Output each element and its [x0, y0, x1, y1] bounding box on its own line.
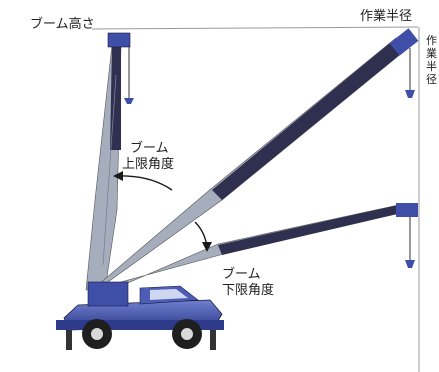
boom-height-line — [91, 26, 419, 30]
crane-carrier — [56, 281, 224, 350]
upper-angle-arc — [117, 175, 173, 191]
text-labels: ブーム高さ 作業半径 作 業 半 径 ブーム 上限角度 ブーム 下限角度 — [30, 8, 437, 298]
working-radius-label: 作業半径 — [360, 8, 412, 24]
boom-height-label: ブーム高さ — [30, 16, 95, 32]
working-radius-vertical-char: 半 — [426, 59, 437, 73]
working-radius-vertical-char: 径 — [426, 73, 437, 86]
boom-low — [99, 203, 418, 296]
boom-vertical — [85, 32, 134, 291]
upper-angle-arrowhead — [113, 171, 123, 181]
boom-lower-angle-label-line1: ブーム — [222, 266, 261, 282]
boom-lower-angle-label-line2: 下限角度 — [222, 282, 274, 298]
angle-arrows — [113, 171, 212, 252]
lower-angle-arrowhead — [202, 242, 212, 252]
reference-lines — [91, 26, 420, 372]
boom-upper-angle-label-line2: 上限角度 — [122, 156, 174, 172]
working-radius-vertical-char: 作 — [426, 34, 437, 47]
working-radius-vertical-char: 業 — [426, 47, 437, 60]
boom-upper-angle-label-line1: ブーム — [130, 140, 169, 156]
